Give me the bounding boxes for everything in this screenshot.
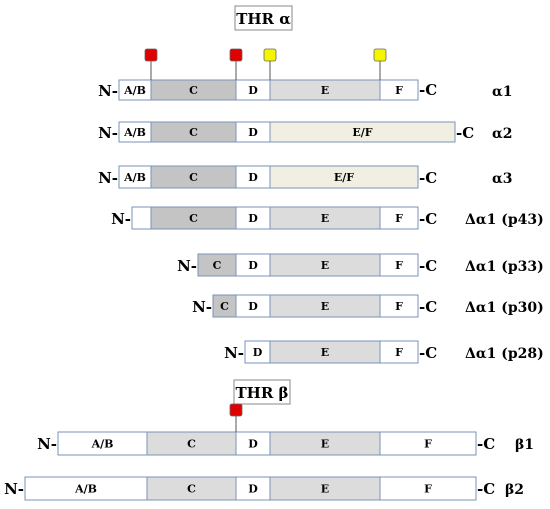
isoform-label: β1 bbox=[515, 437, 534, 453]
domain-segment bbox=[379, 340, 419, 364]
domain-label: F bbox=[395, 259, 403, 272]
n-terminus-label: N- bbox=[4, 480, 24, 498]
domain-label: F bbox=[395, 212, 403, 225]
isoform-row: C D E F N- -C Δα1 (p33) bbox=[177, 253, 544, 277]
isoform-label: β2 bbox=[505, 482, 524, 498]
domain-segment bbox=[379, 476, 477, 501]
isoform-row: D E F N- -C Δα1 (p28) bbox=[224, 340, 544, 364]
c-terminus-label: -C bbox=[477, 480, 495, 498]
isoform-label: Δα1 (p30) bbox=[465, 300, 544, 316]
domain-segment bbox=[379, 79, 419, 101]
domain-label: E bbox=[321, 483, 329, 496]
domain-label: C bbox=[187, 483, 196, 496]
domain-label: F bbox=[395, 300, 403, 313]
domain-segment bbox=[379, 253, 419, 277]
isoform-row: A/B C D E/F N- -C α3 bbox=[98, 165, 513, 189]
domain-label: C bbox=[189, 171, 198, 184]
domain-label: C bbox=[189, 84, 198, 97]
domain-segment bbox=[379, 294, 419, 318]
n-terminus-label: N- bbox=[177, 257, 197, 275]
domain-label: E bbox=[321, 212, 329, 225]
domain-label: D bbox=[248, 438, 258, 451]
domain-label: E bbox=[321, 438, 329, 451]
domain-label: A/B bbox=[74, 483, 97, 496]
c-terminus-label: -C bbox=[456, 124, 474, 142]
domain-label: D bbox=[248, 171, 258, 184]
domain-label: A/B bbox=[123, 171, 146, 184]
isoform-label: α3 bbox=[492, 171, 513, 187]
domain-label: C bbox=[189, 126, 198, 139]
domain-segment bbox=[379, 206, 419, 230]
domain-label: E bbox=[321, 300, 329, 313]
domain-label: E bbox=[321, 84, 329, 97]
n-terminus-label: N- bbox=[224, 344, 244, 362]
domain-label: C bbox=[187, 438, 196, 451]
domain-segment bbox=[379, 431, 477, 456]
isoform-label: α1 bbox=[492, 84, 513, 100]
c-terminus-label: -C bbox=[419, 81, 437, 99]
domain-segment bbox=[131, 206, 152, 230]
domain-label: F bbox=[395, 84, 403, 97]
domain-segment bbox=[269, 121, 456, 143]
n-terminus-label: N- bbox=[98, 169, 118, 187]
title-alpha: THR α bbox=[236, 10, 291, 28]
isoform-row: A/B C D E F N- -C α1 bbox=[98, 48, 513, 101]
modification-marker bbox=[144, 48, 158, 62]
domain-label: E/F bbox=[352, 126, 372, 139]
domain-label: E bbox=[321, 259, 329, 272]
domain-label: D bbox=[253, 346, 263, 359]
modification-marker bbox=[373, 48, 387, 62]
n-terminus-label: N- bbox=[98, 124, 118, 142]
domain-label: D bbox=[248, 259, 258, 272]
domain-label: F bbox=[424, 438, 432, 451]
c-terminus-label: -C bbox=[419, 169, 437, 187]
domain-label: D bbox=[248, 126, 258, 139]
title-beta-box: THR β bbox=[233, 379, 291, 405]
isoform-label: Δα1 (p43) bbox=[465, 212, 544, 228]
c-terminus-label: -C bbox=[477, 435, 495, 453]
n-terminus-label: N- bbox=[98, 82, 118, 100]
modification-marker bbox=[229, 48, 243, 62]
domain-label: D bbox=[248, 483, 258, 496]
n-terminus-label: N- bbox=[192, 298, 212, 316]
isoform-label: Δα1 (p28) bbox=[465, 346, 544, 362]
title-alpha-box: THR α bbox=[234, 5, 293, 31]
domain-label: C bbox=[189, 212, 198, 225]
domain-label: D bbox=[248, 212, 258, 225]
isoform-row: C D E F N- -C Δα1 (p43) bbox=[111, 206, 544, 230]
domain-segment bbox=[269, 165, 419, 189]
isoform-row: C D E F N- -C Δα1 (p30) bbox=[192, 294, 544, 318]
domain-label: D bbox=[248, 300, 258, 313]
isoform-row: A/B C D E/F N- -C α2 bbox=[98, 121, 513, 143]
domain-label: A/B bbox=[123, 126, 146, 139]
domain-label: C bbox=[213, 259, 222, 272]
domain-label: E bbox=[321, 346, 329, 359]
c-terminus-label: -C bbox=[419, 298, 437, 316]
n-terminus-label: N- bbox=[37, 435, 57, 453]
c-terminus-label: -C bbox=[419, 257, 437, 275]
domain-label: A/B bbox=[123, 84, 146, 97]
domain-label: F bbox=[424, 483, 432, 496]
n-terminus-label: N- bbox=[111, 210, 131, 228]
isoform-label: α2 bbox=[492, 126, 513, 142]
domain-label: E/F bbox=[334, 171, 354, 184]
c-terminus-label: -C bbox=[419, 210, 437, 228]
c-terminus-label: -C bbox=[419, 344, 437, 362]
domain-label: F bbox=[395, 346, 403, 359]
isoform-row: A/B C D E F N- -C β2 bbox=[4, 476, 524, 501]
modification-marker bbox=[229, 403, 243, 417]
isoform-label: Δα1 (p33) bbox=[465, 259, 544, 275]
domain-label: C bbox=[220, 300, 229, 313]
domain-label: D bbox=[248, 84, 258, 97]
isoform-row: A/B C D E F N- -C β1 bbox=[37, 403, 534, 456]
title-beta: THR β bbox=[236, 384, 289, 402]
modification-marker bbox=[263, 48, 277, 62]
domain-label: A/B bbox=[91, 438, 114, 451]
